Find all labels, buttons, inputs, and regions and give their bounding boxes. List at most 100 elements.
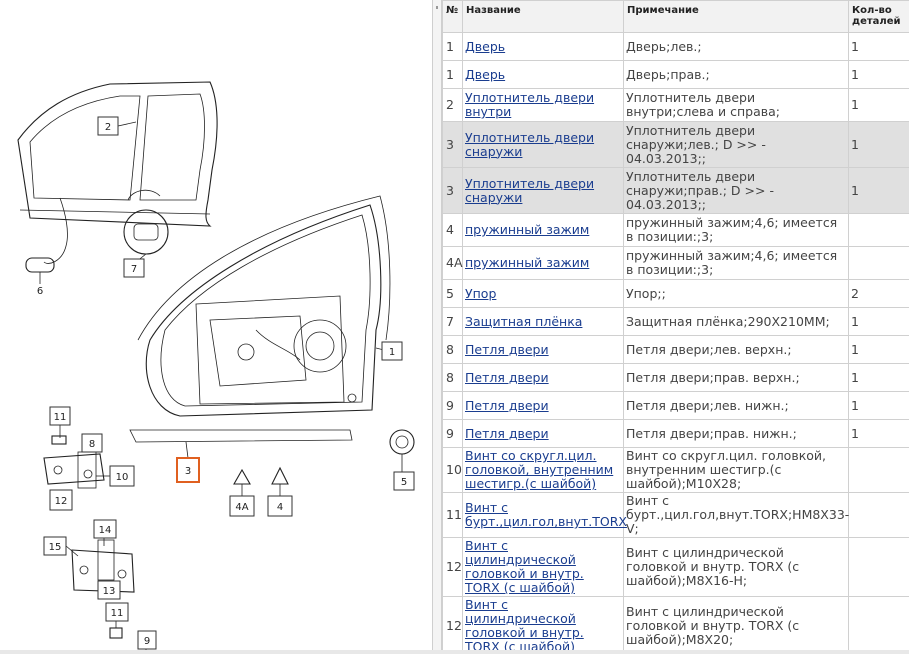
svg-text:2: 2 [105, 122, 111, 133]
row-num: 5 [443, 280, 463, 308]
part-link[interactable]: Винт с цилиндрической головкой и внутр. … [465, 597, 584, 654]
callout-3[interactable]: 3 [177, 458, 199, 482]
part-link[interactable]: Петля двери [465, 342, 549, 357]
row-qty: 1 [849, 308, 909, 336]
row-name-cell: Защитная плёнка [463, 308, 624, 336]
row-qty: 1 [849, 364, 909, 392]
row-num: 8 [443, 364, 463, 392]
row-num: 12 [443, 597, 463, 655]
outer-seal-drawing [130, 196, 390, 458]
horizontal-scrollbar[interactable] [0, 650, 909, 654]
row-note: Уплотнитель двери снаружи;прав.; D >> - … [624, 168, 849, 214]
row-num: 7 [443, 308, 463, 336]
part-link[interactable]: пружинный зажим [465, 255, 589, 270]
svg-text:5: 5 [401, 477, 407, 488]
callout-2[interactable]: 2 [98, 117, 136, 135]
callout-14[interactable]: 14 [94, 520, 116, 538]
row-num: 8 [443, 336, 463, 364]
part-link[interactable]: Дверь [465, 67, 505, 82]
callout-11-upper[interactable]: 11 [50, 407, 70, 425]
callout-12[interactable]: 12 [50, 490, 72, 510]
part-link[interactable]: Уплотнитель двери снаружи [465, 130, 594, 159]
door-exploded-view: 2 7 6 1 3 11 8 10 12 4A 4 5 14 15 13 11 … [0, 0, 432, 654]
callout-9[interactable]: 9 [138, 631, 156, 649]
row-name-cell: Дверь [463, 33, 624, 61]
callout-15[interactable]: 15 [44, 537, 78, 556]
row-num: 3 [443, 168, 463, 214]
row-num: 12 [443, 538, 463, 597]
row-num: 2 [443, 89, 463, 122]
callout-11-lower[interactable]: 11 [106, 603, 128, 621]
pane-splitter[interactable] [432, 0, 442, 654]
part-link[interactable]: пружинный зажим [465, 222, 589, 237]
part-link[interactable]: Винт с бурт.,цил.гол,внут.TORX [465, 500, 627, 529]
svg-text:6: 6 [37, 286, 43, 297]
part-link[interactable]: Винт со скругл.цил. головкой, внутренним… [465, 448, 613, 491]
row-name-cell: Дверь [463, 61, 624, 89]
table-header-row: № Название Примечание Кол-во деталей [443, 1, 909, 33]
callout-4a[interactable]: 4A [230, 496, 254, 516]
row-num: 11 [443, 493, 463, 538]
row-num: 3 [443, 122, 463, 168]
part-link[interactable]: Петля двери [465, 426, 549, 441]
row-qty [849, 214, 909, 247]
row-name-cell: Петля двери [463, 336, 624, 364]
callout-7[interactable]: 7 [124, 259, 144, 277]
row-note: Защитная плёнка;290X210MM; [624, 308, 849, 336]
row-note: Дверь;лев.; [624, 33, 849, 61]
part-link[interactable]: Дверь [465, 39, 505, 54]
header-note[interactable]: Примечание [624, 1, 849, 33]
parts-diagram: 2 7 6 1 3 11 8 10 12 4A 4 5 14 15 13 11 … [0, 0, 432, 654]
part-link[interactable]: Петля двери [465, 398, 549, 413]
row-name-cell: Винт с цилиндрической головкой и внутр. … [463, 597, 624, 655]
part-link[interactable]: Петля двери [465, 370, 549, 385]
header-num[interactable]: № [443, 1, 463, 33]
row-name-cell: Винт с цилиндрической головкой и внутр. … [463, 538, 624, 597]
header-qty[interactable]: Кол-во деталей [849, 1, 909, 33]
callout-10[interactable]: 10 [96, 466, 134, 486]
part-link[interactable]: Винт с цилиндрической головкой и внутр. … [465, 538, 584, 595]
part-link[interactable]: Защитная плёнка [465, 314, 582, 329]
part-link[interactable]: Упор [465, 286, 496, 301]
callout-13[interactable]: 13 [98, 581, 120, 599]
callout-1[interactable]: 1 [382, 342, 402, 360]
row-note: пружинный зажим;4,6; имеется в позиции:;… [624, 247, 849, 280]
row-note: пружинный зажим;4,6; имеется в позиции:;… [624, 214, 849, 247]
callout-8[interactable]: 8 [82, 434, 102, 452]
splitter-grip-icon [436, 6, 438, 9]
row-note: Винт с бурт.,цил.гол,внут.TORX;HM8X33-V; [624, 493, 849, 538]
callout-5[interactable]: 5 [394, 472, 414, 490]
callout-4[interactable]: 4 [268, 496, 292, 516]
part-link[interactable]: Уплотнитель двери внутри [465, 90, 594, 119]
row-name-cell: Уплотнитель двери внутри [463, 89, 624, 122]
row-num: 9 [443, 420, 463, 448]
stop-5-drawing [390, 430, 414, 472]
part-link[interactable]: Уплотнитель двери снаружи [465, 176, 594, 205]
header-name[interactable]: Название [463, 1, 624, 33]
row-note: Винт с цилиндрической головкой и внутр. … [624, 538, 849, 597]
row-note: Петля двери;прав. нижн.; [624, 420, 849, 448]
row-qty [849, 247, 909, 280]
row-name-cell: Упор [463, 280, 624, 308]
row-qty: 1 [849, 392, 909, 420]
row-qty: 1 [849, 336, 909, 364]
